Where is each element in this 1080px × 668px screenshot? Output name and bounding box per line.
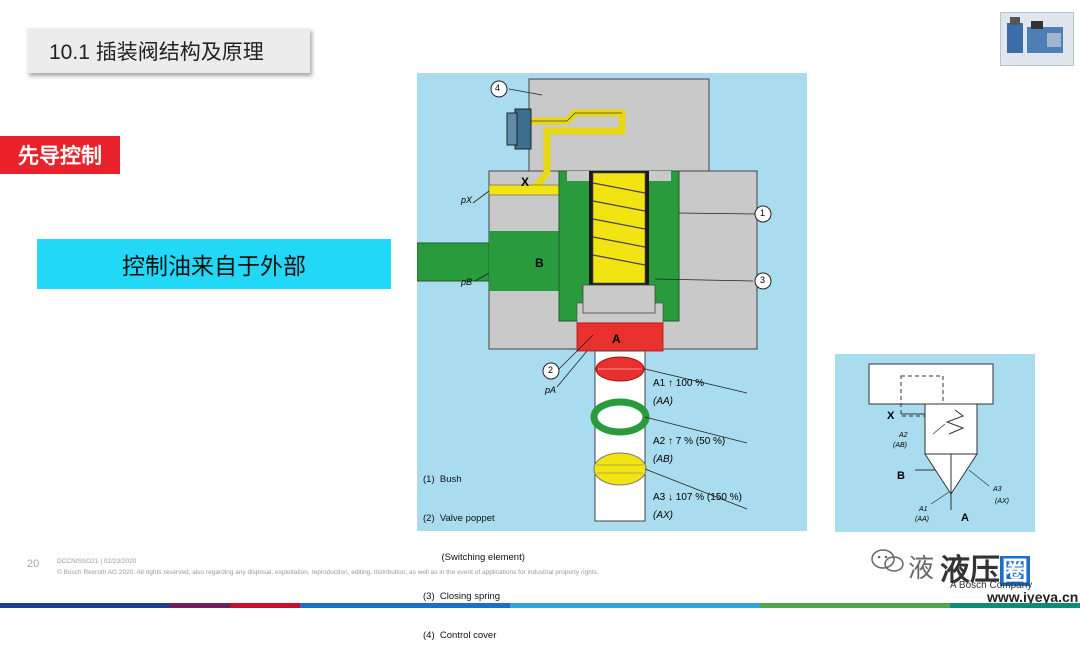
product-logo xyxy=(1000,12,1074,66)
callout-3: 3 xyxy=(760,275,766,285)
watermark-brand-box: 圈 xyxy=(1000,556,1031,586)
callout-4: 4 xyxy=(495,83,501,93)
symbol-a2-label: A2 xyxy=(899,432,908,439)
legend-item-bush: (1) Bush xyxy=(423,474,462,485)
diagram-legend: (1) Bush (2) Valve poppet (Switching ele… xyxy=(423,447,525,668)
footer-line-2: © Bosch Rexroth AG 2020. All rights rese… xyxy=(57,569,599,576)
legend-item-cover: (4) Control cover xyxy=(423,630,497,641)
footer-line-1: DCCN/SSO21 | 02/23/2020 xyxy=(57,558,137,565)
legend-item-switching: (Switching element) xyxy=(423,552,525,563)
watermark-url: www.iyeya.cn xyxy=(987,589,1079,605)
page-number: 20 xyxy=(27,558,40,570)
pa-label: pA xyxy=(545,385,557,395)
watermark-prefix: 液 xyxy=(908,553,935,583)
area-a1: A1 ↑ 100 % (AA) xyxy=(653,375,704,411)
watermark-brand: 液压圈 xyxy=(940,545,1031,589)
legend-item-poppet: (2) Valve poppet xyxy=(423,513,495,524)
area-a2-label: A2 ↑ 7 % (50 %) xyxy=(653,436,726,447)
symbol-a1sub-label: (AA) xyxy=(915,516,929,523)
valve-symbol: X B A A2 (AB) A1 (AA) A3 (AX) xyxy=(835,354,1035,532)
wechat-icon xyxy=(871,549,904,572)
symbol-a3sub-label: (AX) xyxy=(995,498,1009,505)
pb-label: pB xyxy=(461,277,473,287)
symbol-a3-label: A3 xyxy=(993,486,1002,493)
port-a-label: A xyxy=(612,332,621,346)
area-a3: A3 ↓ 107 % (150 %) (AX) xyxy=(653,489,742,525)
area-a2: A2 ↑ 7 % (50 %) (AB) xyxy=(653,433,725,469)
symbol-b-label: B xyxy=(897,470,905,482)
callout-1: 1 xyxy=(760,208,766,218)
area-a1-sub: (AA) xyxy=(653,396,673,407)
symbol-a1-label: A1 xyxy=(919,506,928,513)
valve-cross-section xyxy=(416,73,807,531)
port-x-label: X xyxy=(521,175,530,189)
px-label: pX xyxy=(461,195,473,205)
area-a3-label: A3 ↓ 107 % (150 %) xyxy=(653,492,742,503)
area-a1-label: A1 ↑ 100 % xyxy=(653,378,705,389)
symbol-x-label: X xyxy=(887,410,895,422)
area-a2-sub: (AB) xyxy=(653,454,673,465)
watermark-brand-text: 液压 xyxy=(940,554,1000,587)
callout-2: 2 xyxy=(548,365,554,375)
port-b-label: B xyxy=(535,256,544,270)
external-oil-note: 控制油来自于外部 xyxy=(37,239,391,289)
area-a3-sub: (AX) xyxy=(653,510,673,521)
slide-title: 10.1 插装阀结构及原理 xyxy=(27,28,310,73)
bottom-color-bar xyxy=(0,603,1080,608)
slide-title-text: 10.1 插装阀结构及原理 xyxy=(49,40,264,64)
pilot-control-tag: 先导控制 xyxy=(0,136,120,174)
watermark-bosch: A Bosch Company xyxy=(950,580,1033,591)
cartridge-valve-diagram: 4 1 3 2 X B A pX pB pA A1 ↑ 100 % (AA) A… xyxy=(416,73,807,641)
legend-item-spring: (3) Closing spring xyxy=(423,591,501,602)
symbol-a-label: A xyxy=(961,512,969,524)
symbol-drawing xyxy=(835,354,1035,532)
symbol-a2sub-label: (AB) xyxy=(893,442,907,449)
